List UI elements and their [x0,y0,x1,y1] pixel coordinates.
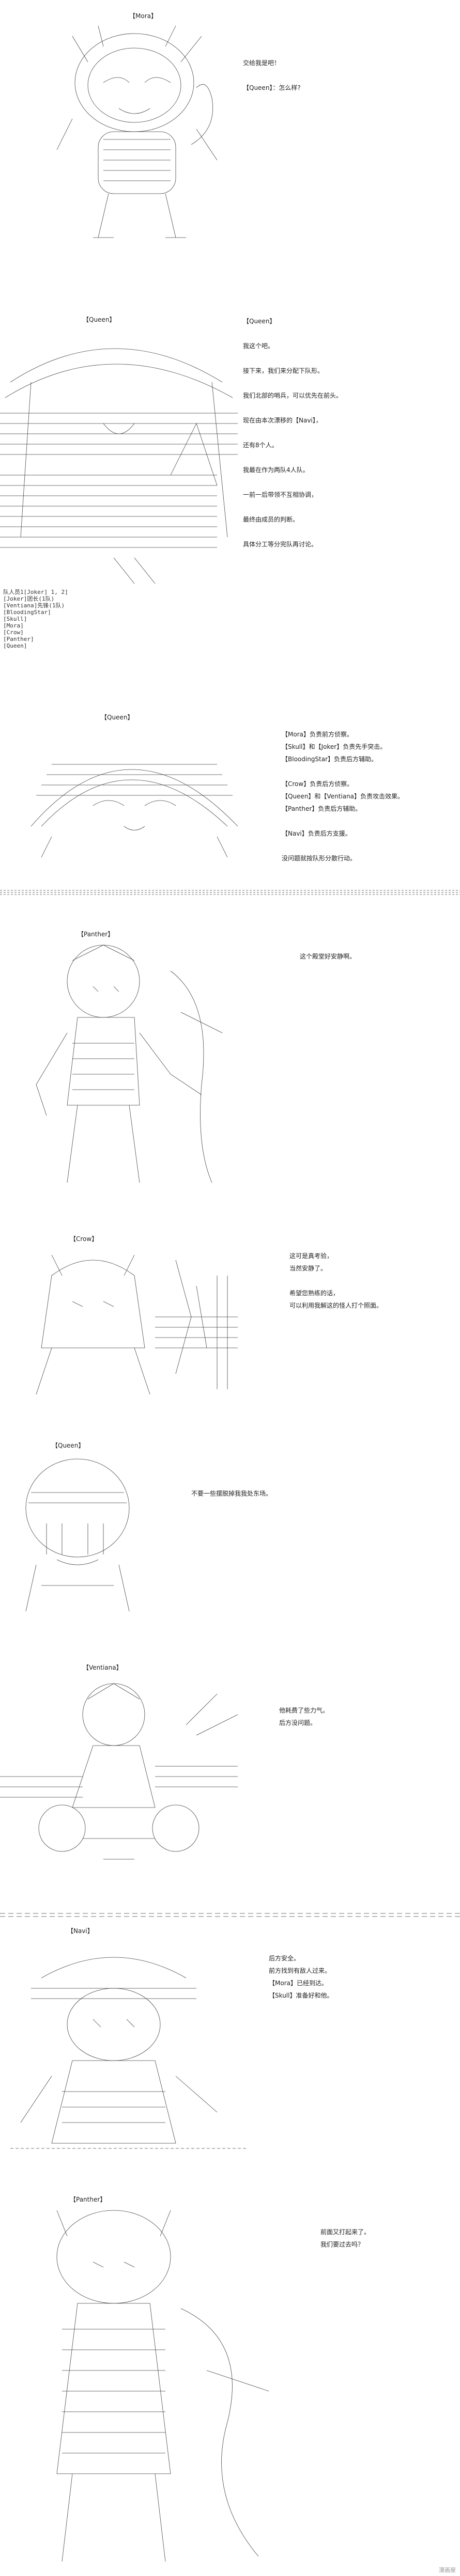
art-label: 【Queen】 [83,316,116,323]
dialogue-line [243,476,342,489]
dialogue: 前面又打起来了。 我们要过去吗？ [320,2226,370,2251]
ascii-art-character [21,723,248,857]
roster-line: [Queen] [3,642,27,649]
art-label: 【Crow】 [70,1235,98,1243]
roster-line: [Skull] [3,616,27,622]
dialogue-line [243,427,342,439]
ascii-art-character [16,940,233,1188]
panel-3: 【Queen】 【Mora】负责前方侦察。 【Skull】和【Joker】负责先… [0,713,460,878]
art-label: 【Queen】 [101,714,134,721]
dialogue-line: 【BloodingStar】负责后方辅助。 [282,756,378,763]
ascii-art-character [10,2205,279,2567]
dialogue: 交给我是吧！ 【Queen】：怎么样? [243,57,301,94]
dialogue-line: 现在由本次漂移的【Navi】， [243,417,322,424]
panel-9: 【Panther】 前面又打起来了。 我们要过去吗？ [0,2195,460,2572]
dialogue-line: 最终由成员的判断。 [243,516,299,523]
dialogue-line: 当然安静了。 [289,1265,327,1272]
dialogue-line: 具体分工等分完队再讨论。 [243,541,318,548]
dialogue-line: 【Queen】：怎么样? [243,84,301,91]
dialogue-line: 前方找到有敌人过来。 [269,1967,331,1974]
dialogue-line: 【Panther】负责后方辅助。 [282,805,362,812]
art-label: 【Navi】 [67,1927,94,1935]
panel-8: 【Navi】 后方安全。 前方找到有敌人过来。 【Mora】已经到达。 【Sku… [0,1926,460,2164]
dialogue: 这可是真考验， 当然安静了。 希望您熟练的话， 可以利用我解这的怪人打个照面。 [289,1250,382,1312]
dialogue-line: 【Mora】负责前方侦察。 [282,731,353,738]
panel-7: 【Ventiana】 他耗费了些力气。 后方没问题。 [0,1663,460,1880]
dialogue-line: 【Navi】负责后方支援。 [282,830,351,837]
ascii-art-character [10,1451,165,1616]
panel-4: 【Panther】 这个殿堂好安静啊。 [0,930,460,1198]
dialogue-line [282,815,404,827]
panel-1: 【Mora】 交给我是吧！ 【Queen】：怎么样? [0,0,460,289]
dialogue-line [243,402,342,414]
dialogue-line: 我们北部的哨兵，可以优先在前头。 [243,392,343,399]
dialogue-line: 【Crow】负责后方侦察。 [282,780,354,788]
dialogue-line: 后方安全。 [269,1955,300,1962]
dialogue-line: 这个殿堂好安静啊。 [300,953,356,960]
dialogue-line: 可以利用我解这的怪人打个照面。 [289,1302,383,1309]
panel-6: 【Queen】 不要一些摆脱掉我我处东场。 [0,1441,460,1627]
dialogue-line: 还有8个人。 [243,442,278,449]
dialogue-line [243,352,342,365]
dialogue-line [243,327,342,340]
ascii-art-character [21,1245,238,1400]
scene-separator [0,888,460,896]
dialogue-line: 他耗费了些力气。 [279,1707,329,1714]
dialogue-line [282,765,404,778]
dialogue-line [243,501,342,513]
dialogue-line [289,1275,382,1287]
dialogue: 他耗费了些力气。 后方没问题。 [279,1704,329,1729]
ascii-art-character [0,320,243,589]
dialogue-line: 后方没问题。 [279,1719,317,1726]
panel-2: 【Queen】 【Queen】 我这个吧。 接下来，我们来分配下队形。 我们北部… [0,310,460,682]
dialogue-line: 不要一些摆脱掉我我处东场。 [191,1490,272,1497]
art-label: 【Ventiana】 [83,1664,122,1671]
dialogue: 【Queen】 我这个吧。 接下来，我们来分配下队形。 我们北部的哨兵，可以优先… [243,315,342,551]
dialogue-line [282,840,404,852]
team-roster: 队人员1[Joker] 1, 2] [Joker]团长(1队) [Ventian… [3,589,68,649]
roster-line: [Ventiana]先锋(1队) [3,602,65,609]
roster-line: [Panther] [3,636,34,642]
dialogue-line: 希望您熟练的话， [289,1290,340,1297]
ascii-art-character [41,15,238,253]
art-label: 【Mora】 [129,12,157,20]
dialogue-line: 【Queen】和【Ventiana】负责攻击效果。 [282,793,404,800]
dialogue-line: 交给我是吧！ [243,59,281,67]
dialogue-line: 一前一后带领不互相协调， [243,491,318,498]
dialogue-line [243,451,342,464]
dialogue-line [243,526,342,538]
dialogue: 不要一些摆脱掉我我处东场。 [191,1487,272,1500]
dialogue: 【Mora】负责前方侦察。 【Skull】和【Joker】负责先手突击。 【Bl… [282,728,404,865]
dialogue-line: 接下来，我们来分配下队形。 [243,367,324,374]
roster-line: [Crow] [3,629,24,636]
dialogue-line: 我们要过去吗？ [320,2241,364,2248]
dialogue-line: 【Mora】已经到达。 [269,1980,328,1987]
panel-5: 【Crow】 这可是真考验， 当然安静了。 希望您熟练的话， 可以利用我解这的怪… [0,1234,460,1410]
dialogue-line: 前面又打起来了。 [320,2228,371,2236]
dialogue-line [243,69,301,82]
dialogue-line: 我这个吧。 [243,342,274,350]
roster-line: [BloodingStar] [3,609,51,616]
art-label: 【Panther】 [78,931,114,938]
dialogue-line: 我最在作为两队4人队。 [243,466,309,474]
ascii-art-character [0,1673,248,1870]
art-label: 【Panther】 [70,2196,106,2203]
dialogue-line: 【Skull】和【Joker】负责先手突击。 [282,743,387,750]
roster-line: 队人员1[Joker] 1, 2] [3,589,68,595]
dialogue-line: 【Queen】 [243,318,276,325]
dialogue: 后方安全。 前方找到有敌人过来。 【Mora】已经到达。 【Skull】准备好和… [269,1952,333,2002]
art-label: 【Queen】 [52,1442,85,1449]
scene-separator [0,1911,460,1918]
dialogue-line: 【Skull】准备好和他。 [269,1992,333,1999]
dialogue-line [243,377,342,389]
watermark: 漫画屋 [439,2567,456,2573]
dialogue: 这个殿堂好安静啊。 [300,950,356,963]
roster-line: [Mora] [3,622,24,629]
dialogue-line: 没问题就按队形分散行动。 [282,855,357,862]
roster-line: [Joker]团长(1队) [3,595,55,602]
ascii-art-character [10,1937,248,2159]
dialogue-line: 这可是真考验， [289,1252,333,1260]
